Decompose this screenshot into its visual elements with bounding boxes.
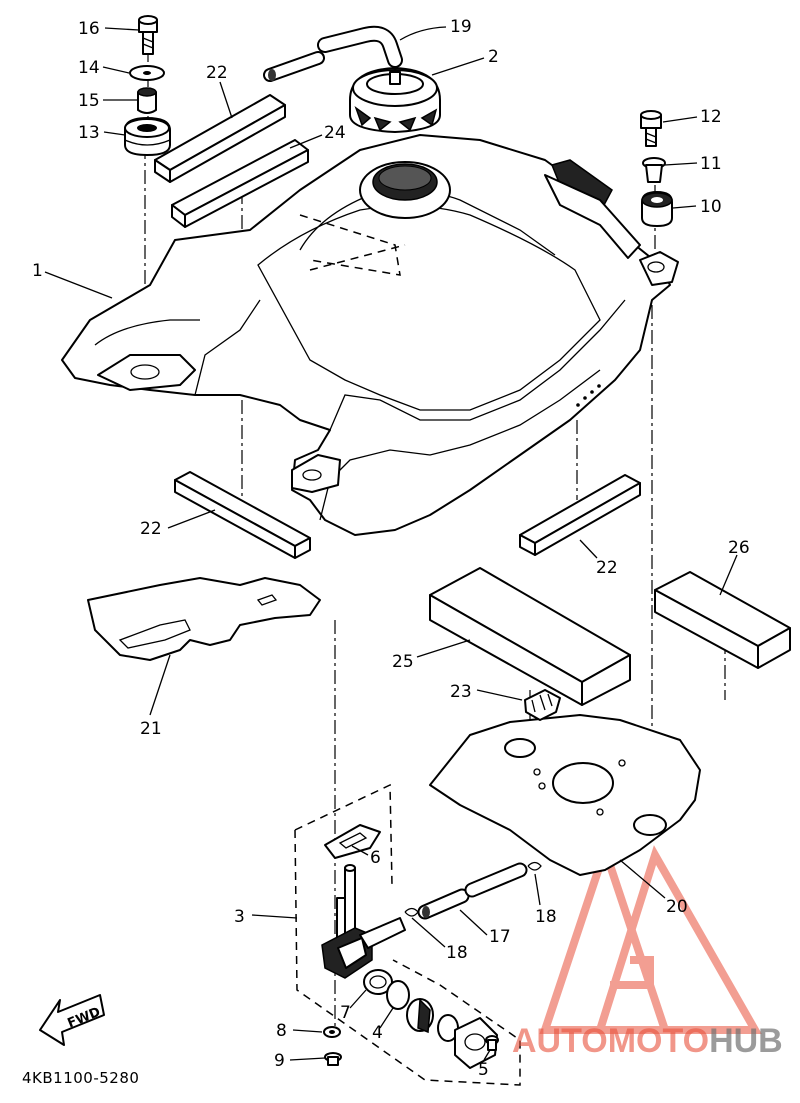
pad-24[interactable] — [171, 139, 309, 228]
callout-22c: 22 — [596, 558, 618, 578]
collar-15[interactable] — [137, 87, 157, 114]
callout-24: 24 — [324, 123, 346, 143]
watermark-part2: HUB — [709, 1022, 783, 1060]
washer-8[interactable] — [323, 1026, 341, 1038]
callout-4: 4 — [372, 1023, 383, 1043]
callout-13: 13 — [78, 123, 100, 143]
callout-20: 20 — [666, 897, 688, 917]
pad-22-upper[interactable] — [154, 94, 286, 183]
screw-9[interactable] — [324, 1052, 342, 1066]
sheet-21[interactable] — [87, 577, 321, 661]
gasket-6[interactable] — [324, 824, 381, 859]
damper-13[interactable] — [124, 117, 171, 156]
watermark-text: AUTOMOTOHUB — [512, 1022, 783, 1060]
pad-22-lower-right[interactable] — [519, 474, 641, 556]
callout-21: 21 — [140, 719, 162, 739]
fuel-cap[interactable] — [349, 67, 441, 133]
fuel-tank[interactable] — [61, 134, 679, 536]
bolt-12[interactable] — [640, 110, 662, 147]
leader-lines — [44, 26, 738, 1061]
callout-17: 17 — [489, 927, 511, 947]
callout-23: 23 — [450, 682, 472, 702]
callout-16: 16 — [78, 19, 100, 39]
callout-26: 26 — [728, 538, 750, 558]
callout-2: 2 — [488, 47, 499, 67]
diagram-code: 4KB1100-5280 — [22, 1069, 139, 1087]
breather-hose[interactable] — [263, 25, 403, 82]
callout-12: 12 — [700, 107, 722, 127]
watermark-logo — [539, 837, 762, 1034]
callout-11: 11 — [700, 154, 722, 174]
callout-1: 1 — [32, 261, 43, 281]
screw-5[interactable] — [485, 1035, 499, 1051]
callout-18b: 18 — [535, 907, 557, 927]
callout-6: 6 — [370, 848, 381, 868]
collar-11[interactable] — [642, 157, 666, 183]
callout-25: 25 — [392, 652, 414, 672]
fuel-cock-assembly[interactable] — [294, 783, 521, 1086]
fuel-cock-lever[interactable] — [406, 998, 434, 1034]
bolt-16[interactable] — [138, 15, 158, 55]
callout-18a: 18 — [446, 943, 468, 963]
fuel-cock-body[interactable] — [321, 864, 406, 979]
callout-22b: 22 — [140, 519, 162, 539]
fuel-pipe-17[interactable] — [417, 862, 528, 920]
fwd-arrow-icon: FWD — [39, 994, 105, 1046]
clip-23[interactable] — [524, 689, 561, 721]
pad-26[interactable] — [654, 571, 791, 669]
callout-5: 5 — [478, 1060, 489, 1080]
pad-25[interactable] — [429, 567, 631, 706]
callout-14: 14 — [78, 58, 100, 78]
callouts: 16 14 15 13 19 2 22 24 12 11 10 1 22 22 … — [32, 17, 750, 1080]
callout-22a: 22 — [206, 63, 228, 83]
clip-18b[interactable] — [527, 861, 542, 871]
callout-19: 19 — [450, 17, 472, 37]
callout-15: 15 — [78, 91, 100, 111]
sheet-20[interactable] — [429, 714, 701, 876]
damper-10[interactable] — [641, 191, 673, 227]
callout-10: 10 — [700, 197, 722, 217]
clip-18a[interactable] — [404, 907, 419, 917]
o-ring-4[interactable] — [386, 980, 410, 1010]
callout-3: 3 — [234, 907, 245, 927]
callout-8: 8 — [276, 1021, 287, 1041]
washer-14[interactable] — [129, 65, 165, 81]
watermark-part1: AUTOMOTO — [512, 1022, 709, 1060]
pad-22-lower-left[interactable] — [174, 471, 311, 559]
callout-9: 9 — [274, 1051, 285, 1071]
callout-7: 7 — [340, 1003, 351, 1023]
